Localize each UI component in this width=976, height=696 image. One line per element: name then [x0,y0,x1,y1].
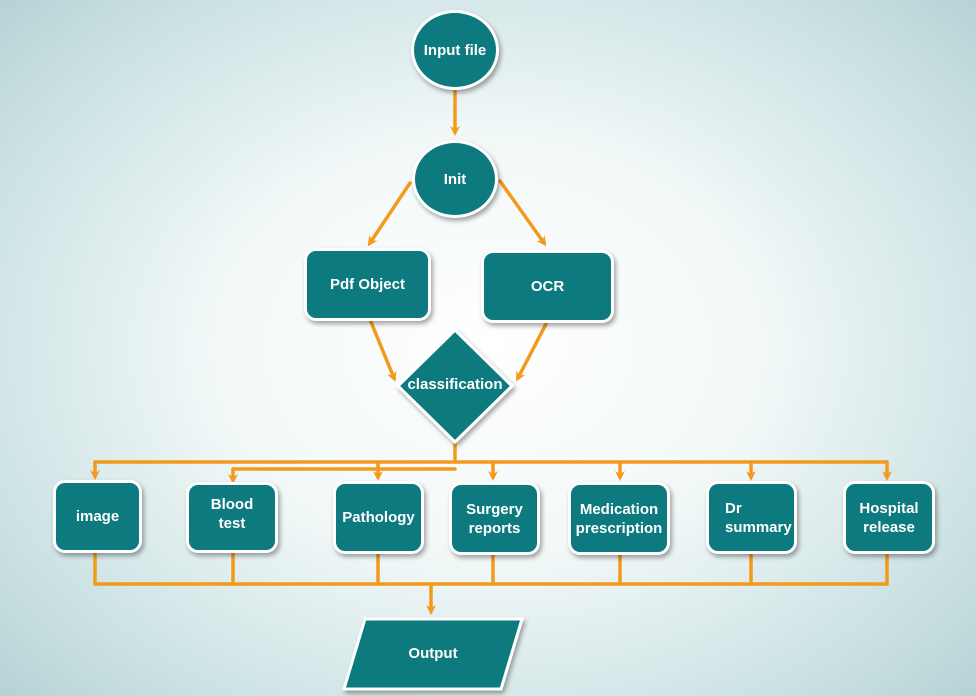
connector-init-to-ocr [498,179,547,247]
node-hospital-release: Hospital release [843,481,935,554]
node-hospital-release-label: Hospital release [859,499,919,536]
node-classification-label: classification [407,376,503,393]
node-ocr: OCR [481,250,614,323]
node-surgery-reports: Surgery reports [449,482,540,555]
node-pathology-label: Pathology [342,509,415,526]
node-init: Init [412,140,498,218]
output-parallelogram [341,617,525,691]
node-dr-summary-label: Dr summary [725,499,792,536]
node-medication-prescription-label: Medication prescription [575,500,663,537]
node-pdf-object-label: Pdf Object [329,276,405,293]
node-medication-prescription: Medication prescription [568,482,670,555]
node-blood-test-label: Blood test [210,496,254,532]
node-init-label: Init [443,170,467,188]
connector-ocr-to-classification [516,322,548,382]
classification-decision-diamond [395,327,515,445]
node-image-label: image [75,508,120,525]
node-input-file-label: Input file [423,41,487,59]
node-pathology: Pathology [333,481,424,554]
node-blood-test: Blood test [186,482,278,553]
node-ocr-label: OCR [530,278,565,295]
node-output-label: Output [408,645,458,662]
node-dr-summary: Dr summary [706,481,797,554]
connector-init-to-pdf-object [367,181,412,247]
node-input-file: Input file [411,10,499,90]
connector-pdf-object-to-classification [369,320,397,382]
node-surgery-reports-label: Surgery reports [466,500,523,537]
node-image: image [53,480,142,553]
node-pdf-object: Pdf Object [304,248,431,321]
